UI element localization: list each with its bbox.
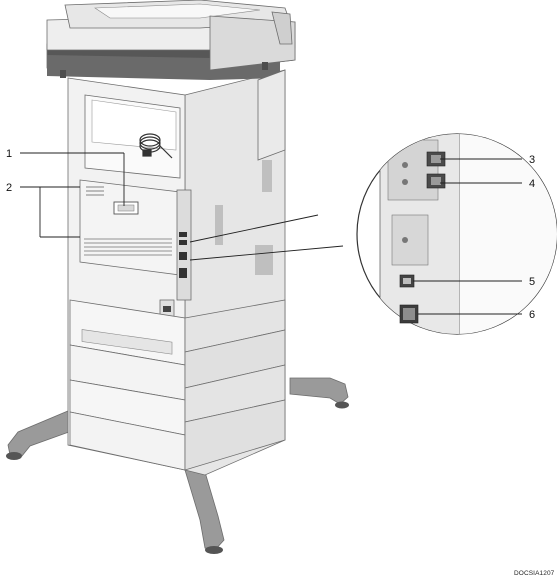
zoomed-port-detail	[356, 133, 557, 335]
paper-trays	[69, 299, 286, 471]
caster-stand	[6, 377, 349, 554]
interface-ports-small	[179, 232, 187, 278]
callout-3: 3	[529, 154, 535, 166]
ventilation-holes-upper	[86, 186, 104, 196]
zoom-leader-lines	[189, 214, 344, 261]
callout-5: 5	[529, 276, 535, 288]
callout-1: 1	[6, 148, 12, 160]
callout-4: 4	[529, 178, 535, 190]
usb-port	[399, 274, 415, 288]
callout-leaders	[20, 152, 522, 315]
ethernet-port	[399, 304, 419, 324]
callout-2: 2	[6, 182, 12, 194]
side-panel	[257, 69, 286, 161]
scanner-unit	[46, 0, 296, 80]
coiled-cable	[139, 133, 173, 159]
phone-port-2	[426, 173, 446, 189]
callout-6: 6	[529, 309, 535, 321]
printer-body	[67, 69, 286, 476]
ventilation-holes-lower	[84, 238, 172, 256]
document-code: DOCSIA1207	[514, 570, 555, 577]
